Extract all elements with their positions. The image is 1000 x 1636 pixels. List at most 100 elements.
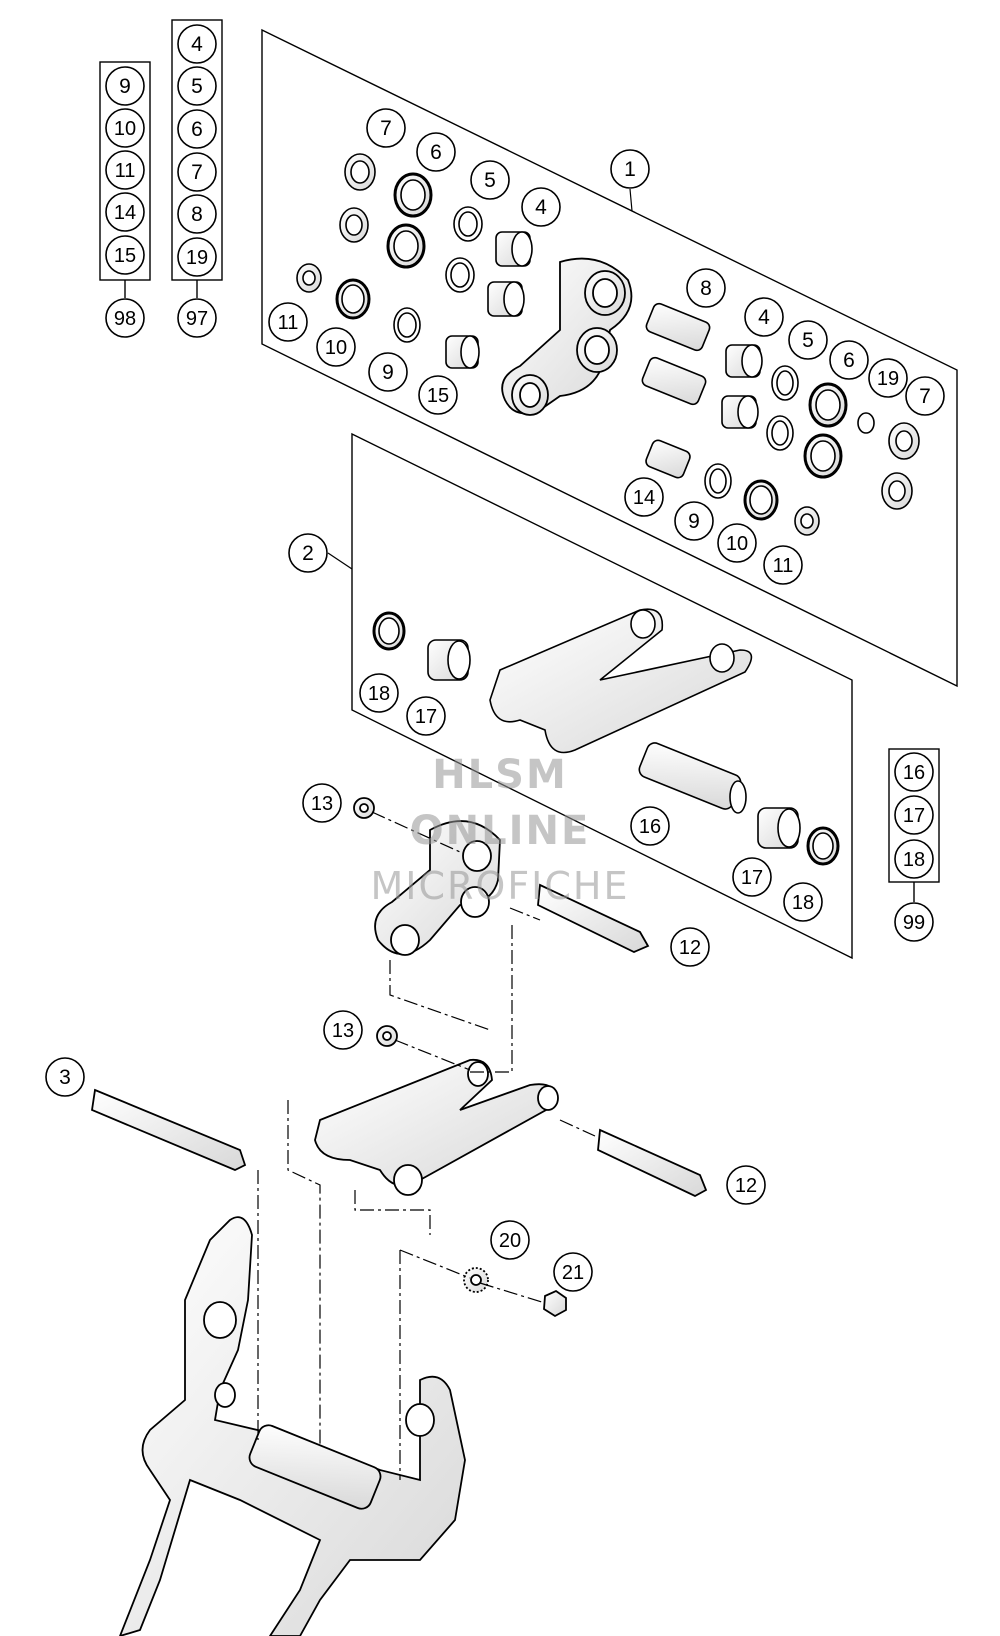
callout-circle	[366, 108, 406, 148]
callout-label: 14	[114, 202, 136, 224]
callout-4[interactable]: 4	[744, 297, 784, 337]
callout-circle	[45, 1057, 85, 1097]
callout-label: 4	[535, 196, 547, 219]
callout-5[interactable]: 5	[788, 320, 828, 360]
callout-label: 15	[114, 245, 136, 267]
callout-10[interactable]: 10	[316, 327, 356, 367]
callout-2[interactable]: 2	[288, 533, 328, 573]
callout-98[interactable]: 98	[105, 298, 145, 338]
callout-21[interactable]: 21	[553, 1252, 593, 1292]
callout-circle	[894, 839, 934, 879]
group-2-parts	[372, 608, 840, 866]
callout-4[interactable]: 4	[177, 24, 217, 64]
kit-99-frame	[888, 748, 940, 902]
callout-19[interactable]: 19	[868, 358, 908, 398]
callout-14[interactable]: 14	[624, 477, 664, 517]
callout-8[interactable]: 8	[686, 268, 726, 308]
callout-16[interactable]: 16	[894, 752, 934, 792]
callout-label: 7	[380, 117, 392, 140]
callout-circle	[744, 297, 784, 337]
callout-18[interactable]: 18	[359, 673, 399, 713]
callout-circle	[726, 1165, 766, 1205]
callout-6[interactable]: 6	[829, 340, 869, 380]
callout-label: 5	[191, 75, 203, 98]
callout-label: 97	[186, 308, 208, 330]
callout-circle	[674, 501, 714, 541]
kit-97-frame	[171, 19, 223, 298]
callout-13[interactable]: 13	[302, 783, 342, 823]
callout-19[interactable]: 19	[177, 237, 217, 277]
callout-6[interactable]: 6	[416, 132, 456, 172]
callout-5[interactable]: 5	[470, 160, 510, 200]
callout-circle	[416, 132, 456, 172]
callout-3[interactable]: 3	[45, 1057, 85, 1097]
callout-8[interactable]: 8	[177, 194, 217, 234]
group-1-frame	[261, 28, 958, 688]
callout-18[interactable]: 18	[783, 882, 823, 922]
callout-label: 8	[191, 203, 203, 226]
callout-7[interactable]: 7	[366, 108, 406, 148]
callout-label: 99	[903, 912, 925, 934]
callout-circle	[105, 298, 145, 338]
callout-17[interactable]: 17	[732, 857, 772, 897]
callout-17[interactable]: 17	[406, 696, 446, 736]
callout-label: 98	[114, 308, 136, 330]
callout-label: 4	[191, 33, 203, 56]
callout-label: 10	[114, 118, 136, 140]
callout-circle	[894, 752, 934, 792]
callout-16[interactable]: 16	[630, 806, 670, 846]
callout-1[interactable]: 1	[610, 149, 650, 189]
callout-10[interactable]: 10	[717, 523, 757, 563]
callout-circle	[268, 302, 308, 342]
callout-18[interactable]: 18	[894, 839, 934, 879]
callout-circle	[894, 795, 934, 835]
callout-4[interactable]: 4	[521, 187, 561, 227]
callout-7[interactable]: 7	[905, 376, 945, 416]
callout-97[interactable]: 97	[177, 298, 217, 338]
callout-15[interactable]: 15	[105, 235, 145, 275]
callout-label: 6	[191, 118, 203, 141]
callout-17[interactable]: 17	[894, 795, 934, 835]
callout-9[interactable]: 9	[105, 66, 145, 106]
callout-15[interactable]: 15	[418, 375, 458, 415]
callout-label: 5	[802, 329, 814, 352]
callout-7[interactable]: 7	[177, 152, 217, 192]
callout-9[interactable]: 9	[368, 352, 408, 392]
callout-label: 7	[919, 385, 931, 408]
callout-circle	[177, 237, 217, 277]
callout-6[interactable]: 6	[177, 109, 217, 149]
callout-label: 12	[679, 937, 701, 959]
group-2-leader	[327, 552, 353, 570]
callout-circle	[368, 352, 408, 392]
callout-20[interactable]: 20	[490, 1220, 530, 1260]
callout-99[interactable]: 99	[894, 902, 934, 942]
callout-circle	[553, 1252, 593, 1292]
callout-circle	[105, 66, 145, 106]
callout-circle	[406, 696, 446, 736]
callout-5[interactable]: 5	[177, 66, 217, 106]
callout-circle	[288, 533, 328, 573]
callout-10[interactable]: 10	[105, 108, 145, 148]
callout-11[interactable]: 11	[763, 545, 803, 585]
callout-13[interactable]: 13	[323, 1010, 363, 1050]
callout-label: 11	[773, 555, 794, 577]
callout-label: 17	[903, 805, 925, 827]
callout-9[interactable]: 9	[674, 501, 714, 541]
callout-label: 20	[499, 1230, 521, 1252]
callout-label: 12	[735, 1175, 757, 1197]
callout-11[interactable]: 11	[105, 150, 145, 190]
callout-circle	[359, 673, 399, 713]
callout-label: 17	[415, 706, 437, 728]
callout-circle	[418, 375, 458, 415]
callout-circle	[323, 1010, 363, 1050]
callout-11[interactable]: 11	[268, 302, 308, 342]
callout-12[interactable]: 12	[670, 927, 710, 967]
callout-circle	[177, 109, 217, 149]
callout-circle	[177, 152, 217, 192]
callout-label: 15	[427, 385, 449, 407]
callout-12[interactable]: 12	[726, 1165, 766, 1205]
callout-14[interactable]: 14	[105, 192, 145, 232]
callout-circle	[788, 320, 828, 360]
callout-label: 9	[119, 75, 131, 98]
